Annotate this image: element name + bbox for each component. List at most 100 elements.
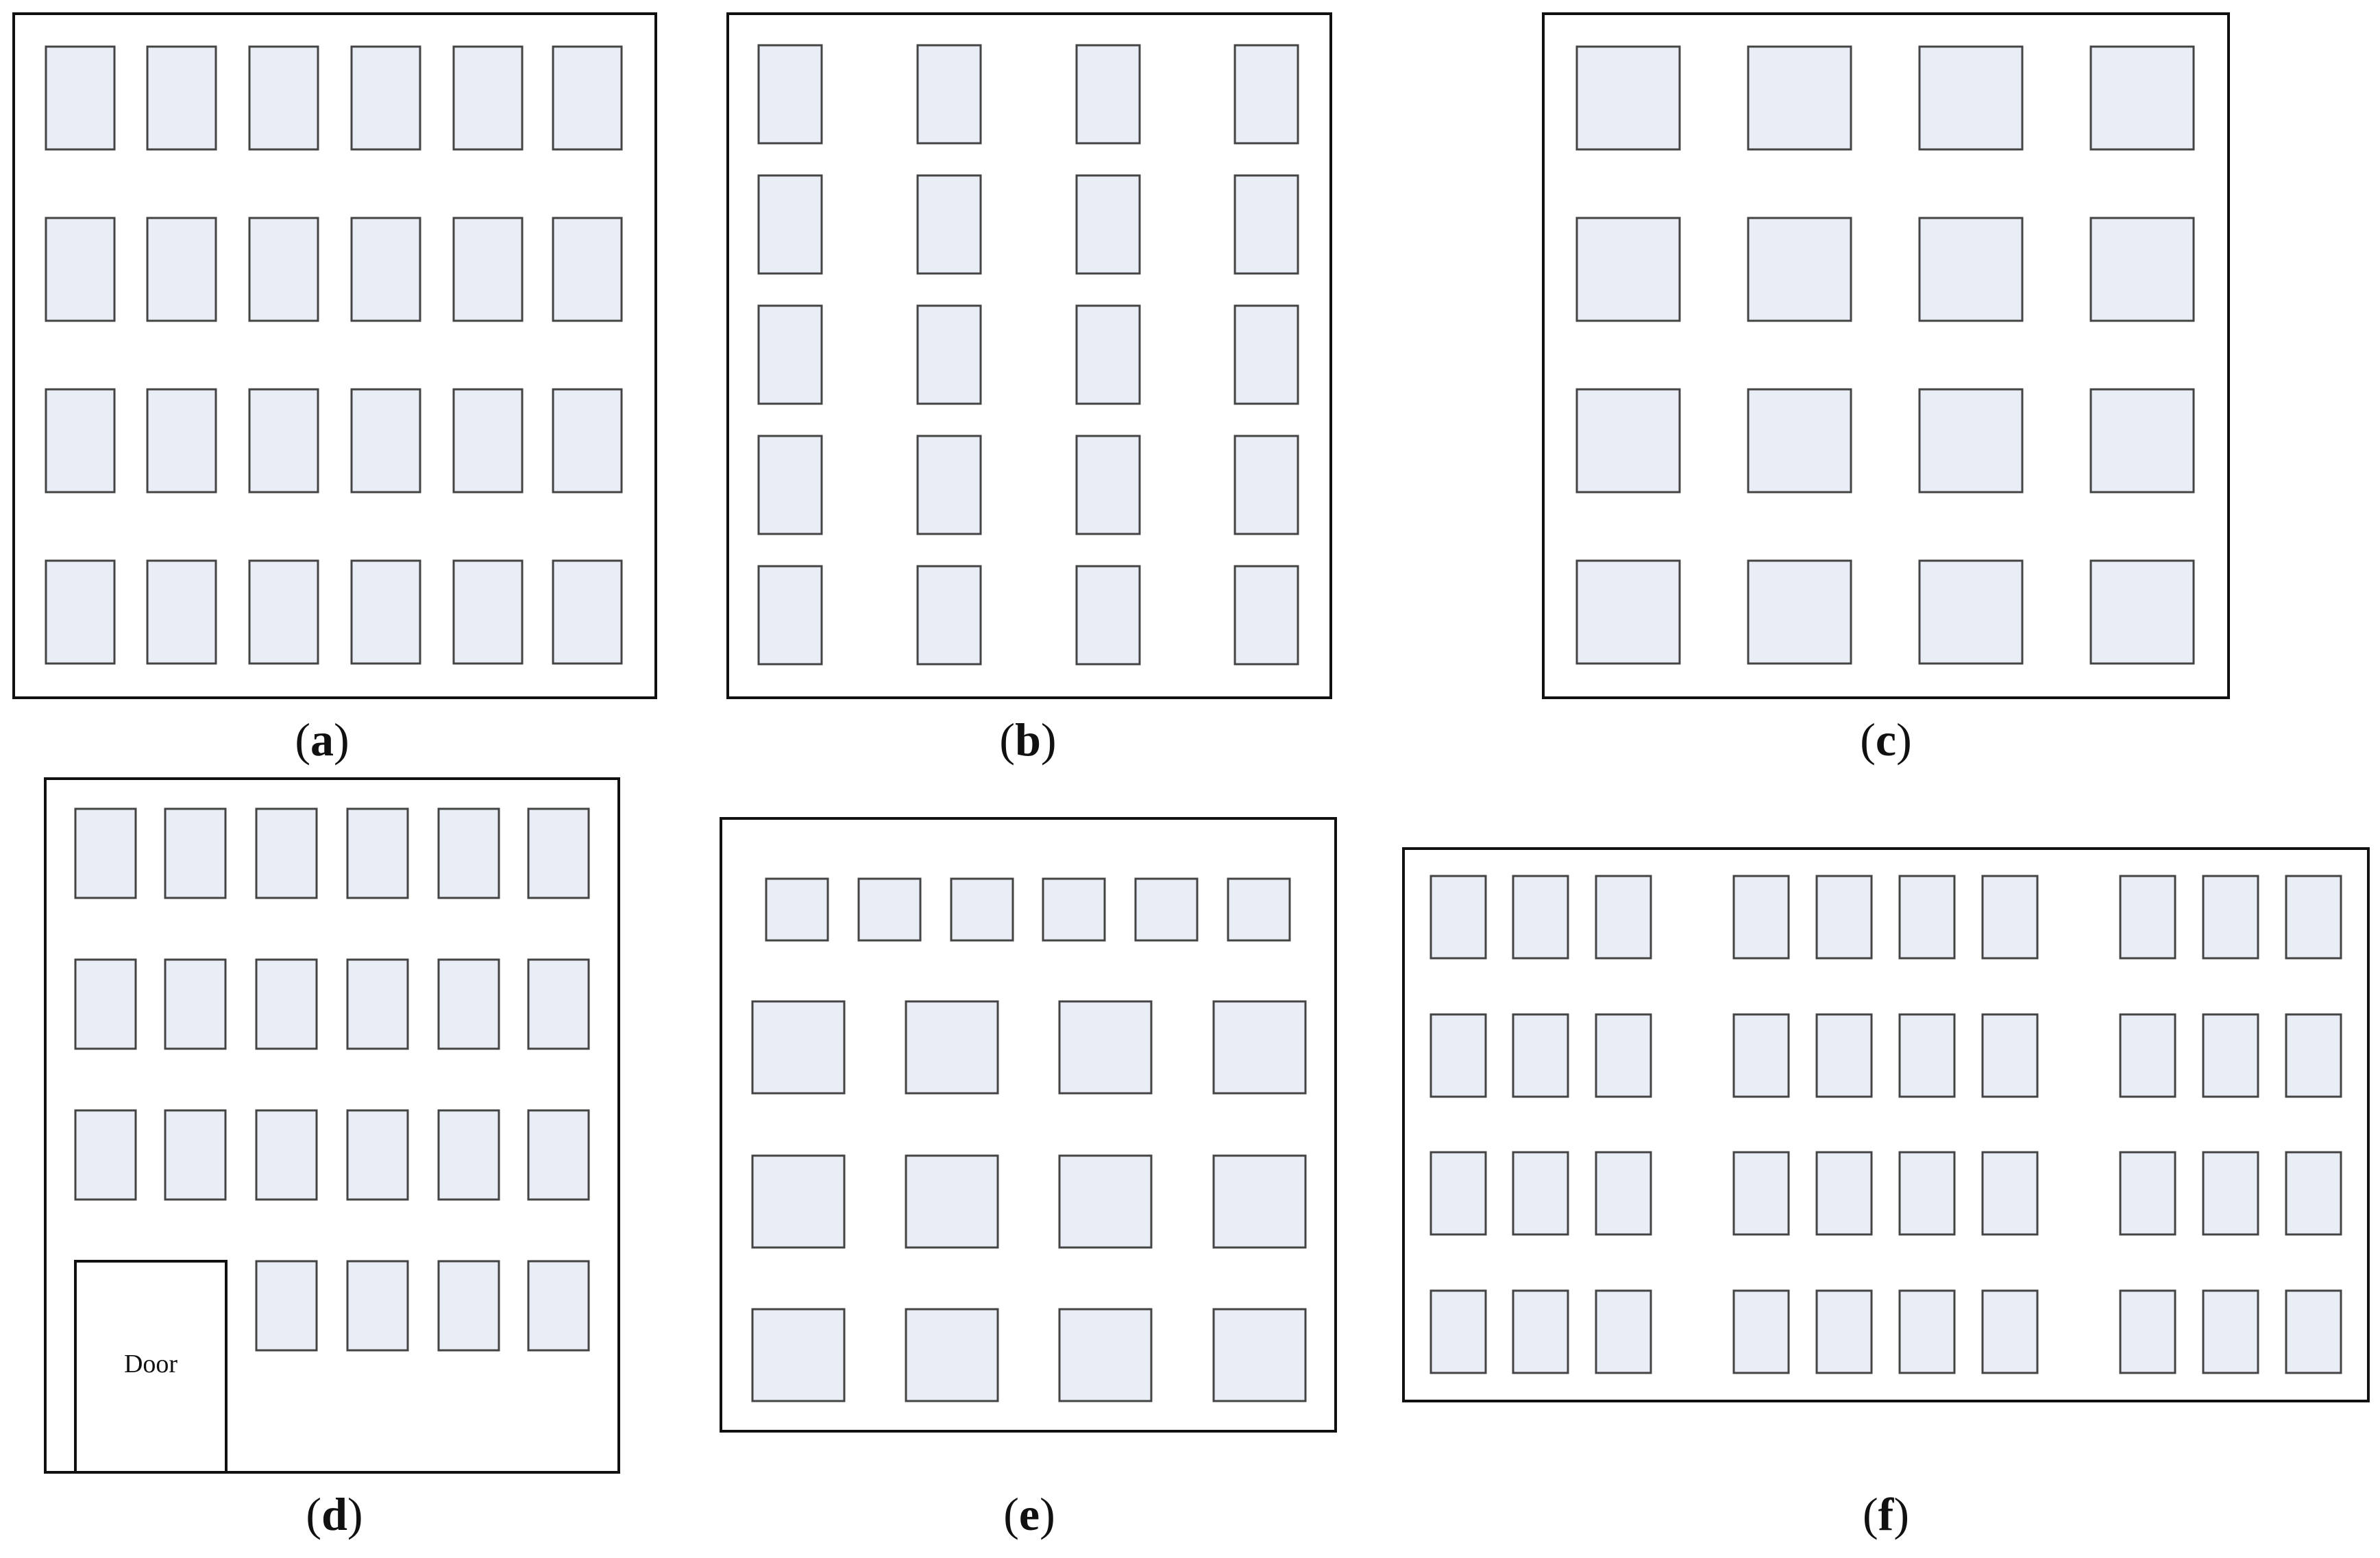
panel-c-window-r4c2 — [1747, 559, 1852, 665]
panel-a-window-r3c3 — [248, 388, 319, 494]
panel-a-window-r2c6 — [552, 217, 623, 322]
caption-a-label: a — [310, 714, 334, 766]
panel-e-window-r1c3 — [950, 877, 1014, 942]
panel-f-window-r4c8 — [2119, 1289, 2176, 1374]
panel-c-window-r1c4 — [2089, 45, 2195, 151]
panel-b-window-r5c1 — [757, 565, 823, 666]
panel-f-window-r1c8 — [2119, 875, 2176, 960]
panel-d-window-r2c1 — [74, 958, 137, 1050]
panel-e-large-window-r2c4 — [1212, 1154, 1307, 1249]
panel-b-window-r2c4 — [1234, 174, 1299, 275]
panel-b-window-r5c3 — [1075, 565, 1141, 666]
panel-f-window-r3c4 — [1732, 1151, 1790, 1236]
panel-d-window-r3c2 — [164, 1109, 227, 1201]
panel-c-window-r1c1 — [1575, 45, 1681, 151]
panel-a-window-r4c6 — [552, 559, 623, 665]
panel-d-window-r2c5 — [437, 958, 500, 1050]
panel-d-window-r3c5 — [437, 1109, 500, 1201]
panel-a-window-r1c5 — [452, 45, 524, 151]
panel-e-window-r1c2 — [857, 877, 922, 942]
panel-c-window-r1c2 — [1747, 45, 1852, 151]
panel-b-window-r1c3 — [1075, 44, 1141, 145]
panel-d-window-r3c6 — [527, 1109, 590, 1201]
panel-a-window-r3c6 — [552, 388, 623, 494]
panel-d-window-r2c2 — [164, 958, 227, 1050]
panel-d-window-r1c1 — [74, 807, 137, 899]
panel-f-window-r1c4 — [1732, 875, 1790, 960]
panel-d-window-r3c3 — [255, 1109, 318, 1201]
panel-e-window-r1c4 — [1042, 877, 1106, 942]
panel-f-window-r1c9 — [2202, 875, 2259, 960]
panel-d-window-r1c6 — [527, 807, 590, 899]
panel-d-window-r3c1 — [74, 1109, 137, 1201]
panel-b-window-r2c2 — [916, 174, 982, 275]
panel-c-window-r4c4 — [2089, 559, 2195, 665]
panel-a-window-r4c5 — [452, 559, 524, 665]
panel-b-window-r4c2 — [916, 435, 982, 535]
panel-a-window-r3c4 — [350, 388, 421, 494]
panel-a-window-r3c5 — [452, 388, 524, 494]
caption-a: (a) — [295, 714, 349, 766]
panel-f-window-r1c7 — [1981, 875, 2039, 960]
panel-f-window-r4c1 — [1430, 1289, 1487, 1374]
panel-b-window-r1c2 — [916, 44, 982, 145]
panel-a-window-r3c1 — [45, 388, 116, 494]
panel-f-window-r4c6 — [1898, 1289, 1956, 1374]
caption-d-label: d — [321, 1488, 347, 1540]
panel-e-large-window-r1c2 — [905, 1000, 999, 1095]
panel-a — [12, 12, 657, 699]
panel-f-window-r1c6 — [1898, 875, 1956, 960]
panel-b-window-r2c1 — [757, 174, 823, 275]
panel-b-frame — [726, 12, 1332, 699]
panel-c — [1542, 12, 2230, 699]
caption-d: (d) — [306, 1488, 363, 1540]
panel-c-window-r3c4 — [2089, 388, 2195, 494]
panel-a-window-r4c4 — [350, 559, 421, 665]
panel-f-window-r1c10 — [2285, 875, 2342, 960]
panel-b-window-r3c4 — [1234, 304, 1299, 405]
panel-d-window-r1c3 — [255, 807, 318, 899]
panel-c-window-r2c2 — [1747, 217, 1852, 322]
panel-b-window-r2c3 — [1075, 174, 1141, 275]
panel-e-large-window-r2c2 — [905, 1154, 999, 1249]
panel-d-window-r3c4 — [346, 1109, 409, 1201]
panel-e-large-window-r3c4 — [1212, 1308, 1307, 1402]
caption-e-label: e — [1018, 1488, 1040, 1540]
panel-a-window-r1c3 — [248, 45, 319, 151]
panel-d: Door — [44, 777, 620, 1474]
panel-c-window-r3c2 — [1747, 388, 1852, 494]
panel-e-window-r1c6 — [1227, 877, 1291, 942]
panel-d-window-r4c6 — [527, 1260, 590, 1352]
panel-d-window-r2c6 — [527, 958, 590, 1050]
panel-d-frame — [44, 777, 620, 1474]
panel-f-window-r2c5 — [1815, 1013, 1873, 1098]
panel-f-frame — [1402, 847, 2370, 1402]
panel-a-window-r2c1 — [45, 217, 116, 322]
panel-a-window-r1c2 — [146, 45, 217, 151]
panel-d-window-r1c2 — [164, 807, 227, 899]
panel-d-window-r4c3 — [255, 1260, 318, 1352]
panel-e-large-window-r1c4 — [1212, 1000, 1307, 1095]
panel-c-window-r3c1 — [1575, 388, 1681, 494]
panel-f-window-r2c8 — [2119, 1013, 2176, 1098]
panel-e-large-window-r3c3 — [1058, 1308, 1153, 1402]
caption-c-label: c — [1875, 714, 1897, 766]
panel-f-window-r3c8 — [2119, 1151, 2176, 1236]
panel-e-frame — [720, 817, 1337, 1433]
caption-b-label: b — [1015, 714, 1041, 766]
caption-c: (c) — [1860, 714, 1912, 766]
panel-a-window-r2c2 — [146, 217, 217, 322]
panel-f-window-r3c1 — [1430, 1151, 1487, 1236]
panel-a-window-r2c3 — [248, 217, 319, 322]
panel-f-window-r1c1 — [1430, 875, 1487, 960]
panel-d-window-r1c4 — [346, 807, 409, 899]
panel-d-window-r1c5 — [437, 807, 500, 899]
panel-f-window-r2c9 — [2202, 1013, 2259, 1098]
panel-f-window-r3c5 — [1815, 1151, 1873, 1236]
panel-f-window-r2c6 — [1898, 1013, 1956, 1098]
panel-a-window-r3c2 — [146, 388, 217, 494]
panel-a-window-r1c6 — [552, 45, 623, 151]
panel-f-window-r4c7 — [1981, 1289, 2039, 1374]
panel-e-large-window-r1c1 — [751, 1000, 846, 1095]
panel-f-window-r3c3 — [1595, 1151, 1652, 1236]
